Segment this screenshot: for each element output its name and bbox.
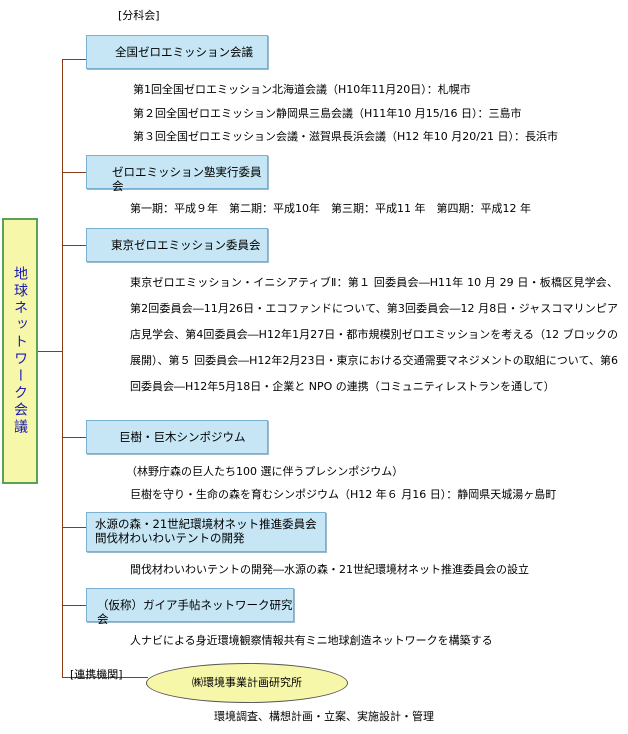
committee-box-gaia: （仮称）ガイア手帖ネットワーク研究会 [86, 588, 294, 626]
connector-1 [62, 59, 86, 60]
committee-title: 巨樹・巨木シンポジウム [119, 430, 246, 444]
partner-description: 環境調査、構想計画・立案、実施設計・管理 [214, 710, 434, 723]
detail-line: 第３回全国ゼロエミッション会議・滋賀県長浜会議（H12 年10 月20/21 日… [133, 130, 558, 143]
detail-line: 巨樹を守り・生命の森を育むシンポジウム（H12 年６ 月16 日）：静岡県天城湯… [130, 488, 557, 501]
connector-2 [62, 172, 86, 173]
detail-line: （林野庁森の巨人たち100 選に伴うプレシンポジウム） [126, 465, 404, 478]
committee-box-tokyo: 東京ゼロエミッション委員会 [86, 228, 268, 262]
connector-3 [62, 245, 86, 246]
network-title: 地球ネットワーク会議 [12, 266, 28, 436]
connector-4 [62, 437, 86, 438]
partner-oval: ㈱環境事業計画研究所 [146, 663, 348, 703]
network-title-box: 地球ネットワーク会議 [2, 218, 38, 484]
connector-5 [62, 527, 86, 528]
connector-trunk [62, 59, 63, 677]
detail-line: 間伐材わいわいテントの開発―水源の森・21世紀環境材ネット推進委員会の設立 [130, 563, 529, 576]
committee-box-suigen: 水源の森・21世紀環境材ネット推進委員会 間伐材わいわいテントの開発 [86, 512, 326, 552]
connector-side [38, 351, 62, 352]
committee-title: 全国ゼロエミッション会議 [115, 45, 253, 59]
committee-title: ゼロエミッション塾実行委員会 [112, 165, 262, 193]
committee-title-line-2: 間伐材わいわいテントの開発 [95, 531, 245, 545]
connector-6 [62, 605, 86, 606]
detail-line: 第２回全国ゼロエミッション静岡県三島会議（H11年10 月15/16 日）：三島… [133, 107, 522, 120]
committee-title: 東京ゼロエミッション委員会 [111, 238, 261, 252]
detail-line: 人ナビによる身近環境観察情報共有ミニ地球創造ネットワークを構築する [130, 634, 493, 647]
section-label: [分科会] [118, 9, 160, 22]
detail-line: 第1回全国ゼロエミッション北海道会議（H10年11月20日）：札幌市 [133, 83, 471, 96]
connector-partner [62, 677, 148, 678]
committee-box-zero-emission-national: 全国ゼロエミッション会議 [86, 35, 268, 69]
partner-name: ㈱環境事業計画研究所 [192, 676, 302, 689]
detail-paragraph: 東京ゼロエミッション・イニシアティブⅡ：第１ 回委員会―H11年 10 月 29… [130, 276, 618, 393]
committee-box-juku: ゼロエミッション塾実行委員会 [86, 155, 268, 193]
partner-label: [連携機関] [70, 668, 123, 681]
detail-line: 第一期：平成９年 第二期：平成10年 第三期：平成11 年 第四期：平成12 年 [130, 202, 531, 215]
committee-title: （仮称）ガイア手帖ネットワーク研究会 [97, 598, 293, 626]
committee-title-line-1: 水源の森・21世紀環境材ネット推進委員会 [95, 517, 317, 531]
committee-box-kyoju: 巨樹・巨木シンポジウム [86, 420, 268, 454]
